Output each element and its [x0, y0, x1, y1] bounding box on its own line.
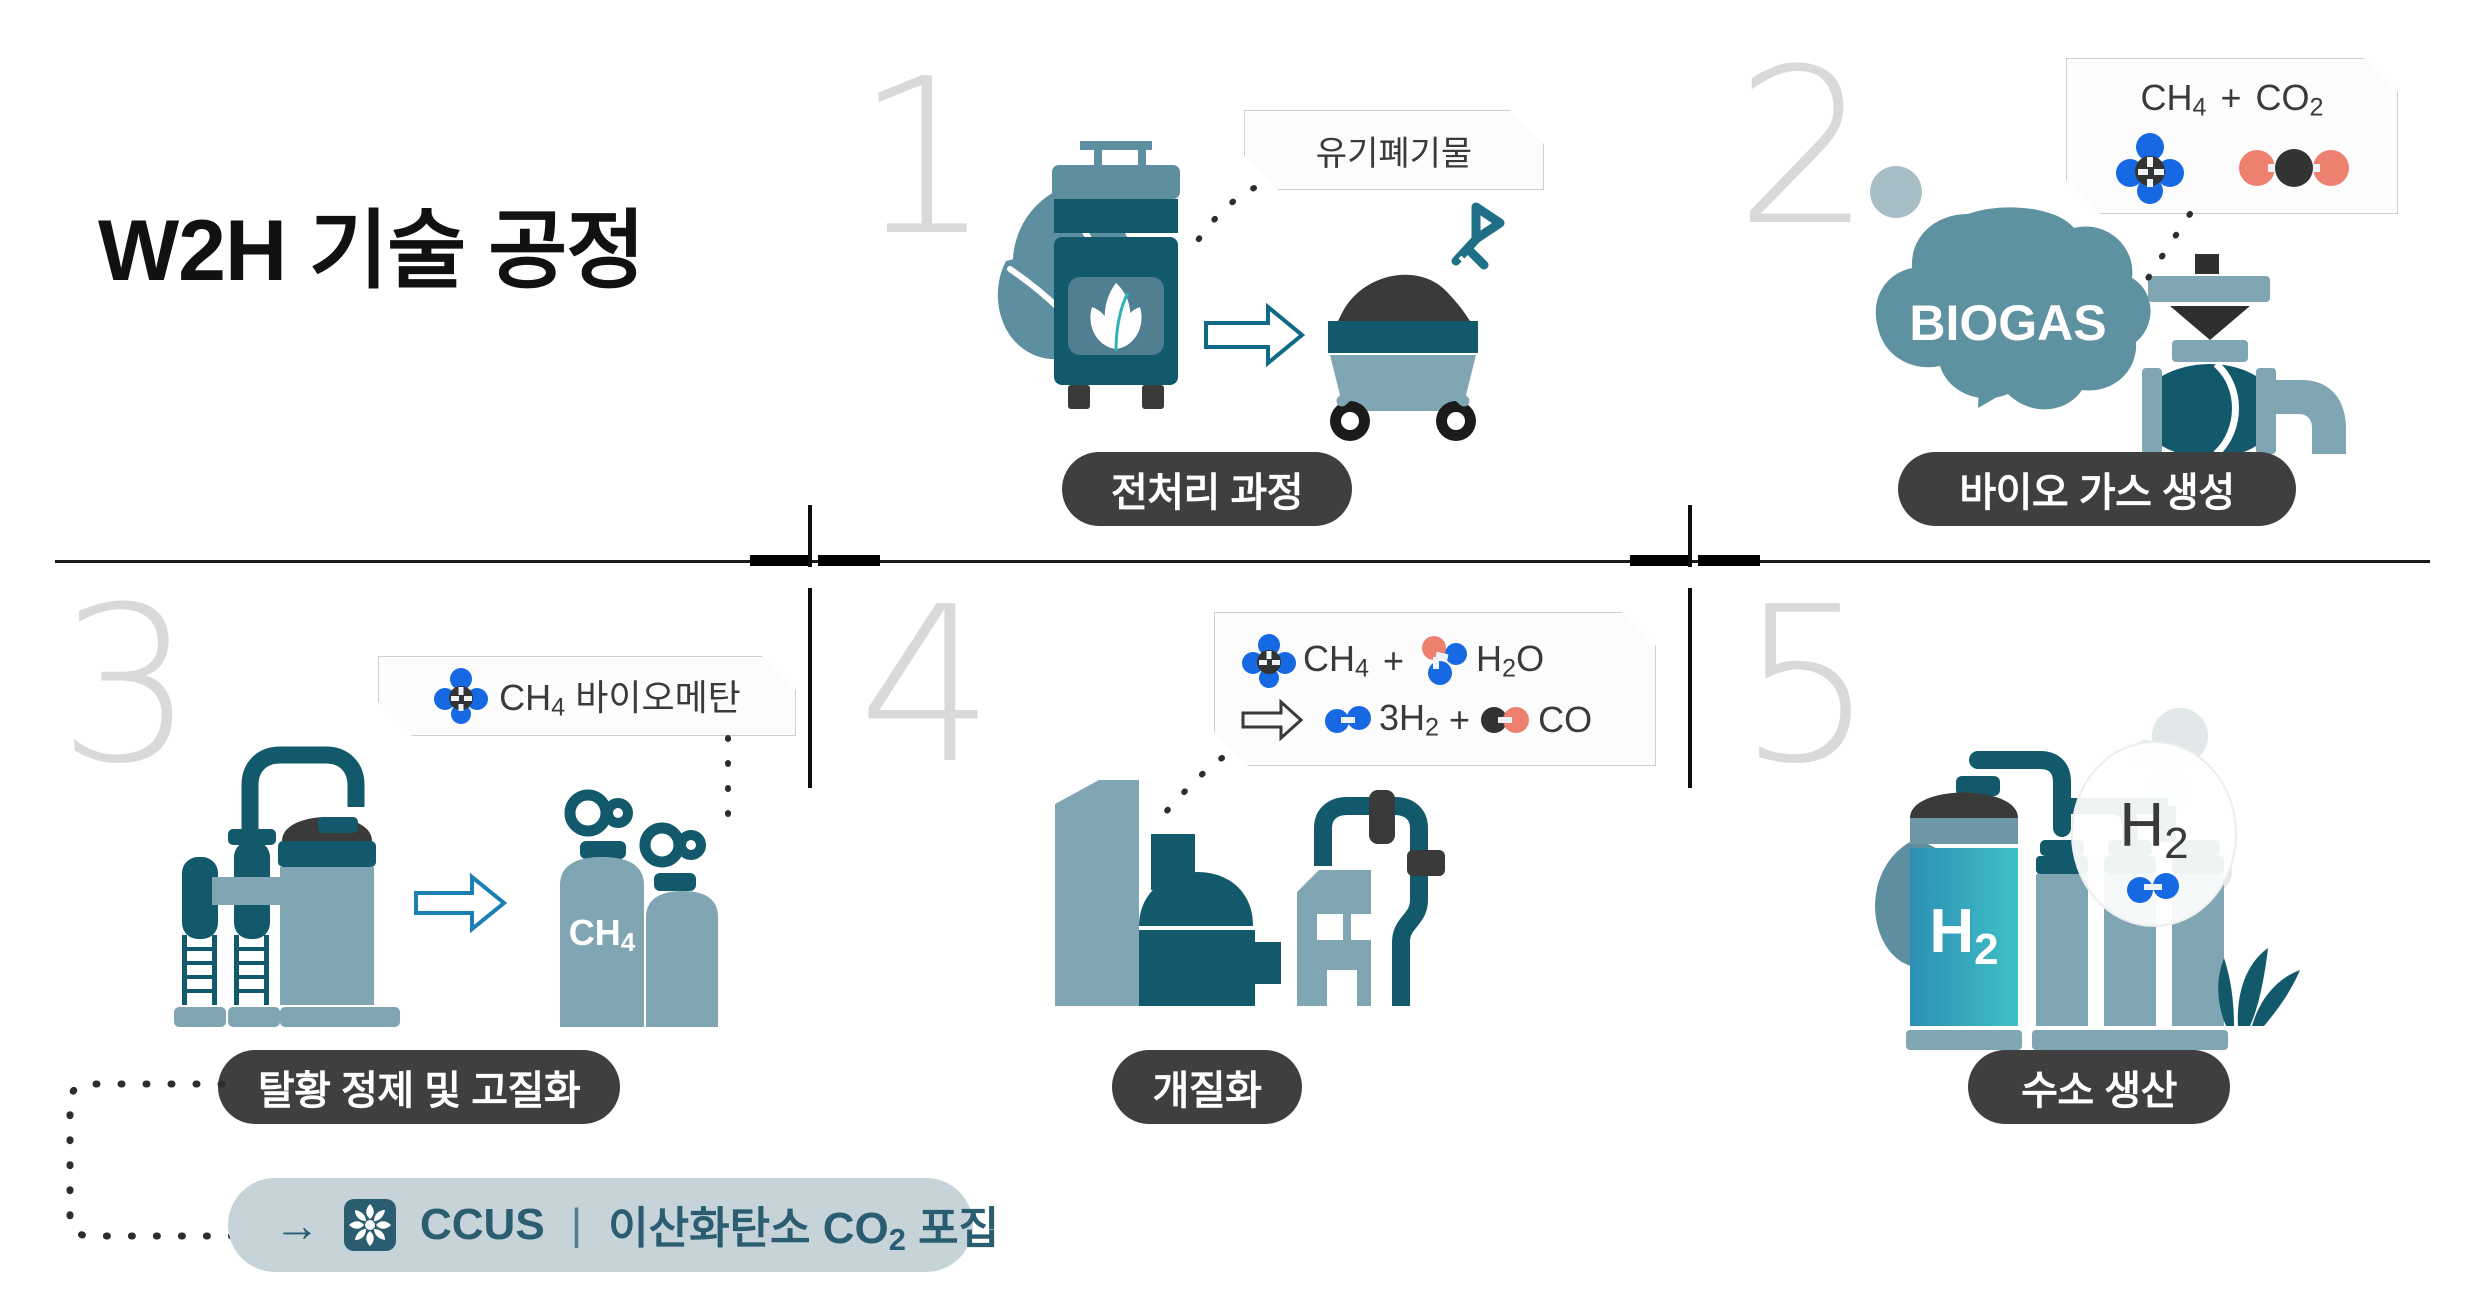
step-3-callout-text: CH4 바이오메탄: [499, 677, 741, 722]
vertical-divider-1-bottom: [808, 588, 812, 788]
step-1-label: 전처리 과정: [1062, 452, 1352, 526]
carbon-monoxide-molecule-icon: [1480, 705, 1530, 735]
divider-node-left: [750, 555, 812, 566]
methane-molecule-icon: [2114, 133, 2186, 203]
step-5-number: 5: [1738, 560, 1875, 811]
desulfurization-plant-and-cylinders-icon: CH4: [174, 746, 718, 1027]
step-1-label-text: 전처리 과정: [1110, 471, 1304, 515]
methane-molecule-icon: [433, 668, 489, 724]
water-molecule-icon: [1418, 635, 1470, 687]
reforming-plant-icon: [1055, 780, 1445, 1006]
step-3-leader-dots: [725, 735, 731, 821]
divider-node-right: [1630, 555, 1692, 566]
step-2-label-text: 바이오 가스 생성: [1959, 471, 2235, 515]
step-2-number: 2: [1735, 22, 1872, 273]
step-3-number: 3: [58, 560, 195, 811]
step-4-leader-dots: [1161, 755, 1225, 817]
step-2-plus: +: [2220, 77, 2242, 118]
ccus-bar[interactable]: → CCUS | 이산화탄소 CO2 포집: [228, 1178, 999, 1272]
step-2-formula-co2: CO2: [2255, 77, 2324, 122]
step-3-label: 탈황 정제 및 고질화: [218, 1050, 620, 1124]
step-4-ch4: CH4: [1303, 638, 1370, 683]
step-4-label-text: 개질화: [1152, 1069, 1262, 1113]
step-4-h2: 3H2: [1379, 697, 1440, 742]
step-4-co: CO: [1538, 699, 1593, 740]
vertical-divider-2-top: [1688, 505, 1692, 567]
step-4-h2o: H2O: [1476, 638, 1545, 683]
step-4-callout: CH4 + H2O 3H2 +: [1214, 612, 1656, 766]
divider-node-left2: [818, 555, 880, 566]
biogas-cloud-text: BIOGAS: [1909, 295, 2106, 351]
step-3-callout: CH4 바이오메탄: [378, 656, 796, 736]
step-2-leader-dots: [2139, 211, 2193, 291]
ccus-connector-dots: [66, 1080, 242, 1240]
hydrogen-tank-and-cylinders-icon: H2 H2: [1875, 708, 2300, 1050]
ccus-acronym: CCUS: [420, 1200, 545, 1249]
step-4-label: 개질화: [1112, 1050, 1302, 1124]
ccus-separator: |: [570, 1200, 583, 1249]
horizontal-divider: [55, 560, 2430, 563]
carbon-dioxide-molecule-icon: [2238, 147, 2350, 189]
step-1-leader-dots: [1191, 185, 1257, 249]
step-3-label-text: 탈황 정제 및 고질화: [257, 1069, 581, 1113]
step-1-callout-text: 유기폐기물: [1315, 134, 1473, 173]
fan-icon: [344, 1199, 396, 1251]
divider-node-right2: [1698, 555, 1760, 566]
hydrogen-molecule-icon: [1323, 705, 1373, 735]
waste-bin-and-cart-icon: [997, 141, 1505, 441]
step-2-label: 바이오 가스 생성: [1898, 452, 2296, 526]
step-4-plus: +: [1383, 640, 1405, 682]
vertical-divider-1-top: [808, 505, 812, 567]
step-1-number: 1: [855, 32, 992, 283]
page-title: W2H 기술 공정: [98, 203, 645, 299]
vertical-divider-2-bottom: [1688, 588, 1692, 788]
methane-molecule-icon: [1241, 635, 1297, 687]
step-5-label-text: 수소 생산: [2021, 1069, 2177, 1113]
step-4-number: 4: [858, 560, 995, 811]
biogas-cloud-and-valve-icon: BIOGAS: [1870, 166, 2346, 458]
step-5-label: 수소 생산: [1968, 1050, 2230, 1124]
step-1-callout: 유기폐기물: [1244, 110, 1544, 190]
right-arrow-icon: [1241, 701, 1303, 739]
step-2-callout: CH4 + CO2: [2066, 58, 2398, 214]
ccus-arrow-icon: →: [274, 1199, 320, 1251]
ccus-description: 이산화탄소 CO2 포집: [608, 1204, 1000, 1257]
step-4-plus2: +: [1449, 699, 1471, 740]
step-2-formula-ch4: CH4: [2140, 77, 2207, 122]
